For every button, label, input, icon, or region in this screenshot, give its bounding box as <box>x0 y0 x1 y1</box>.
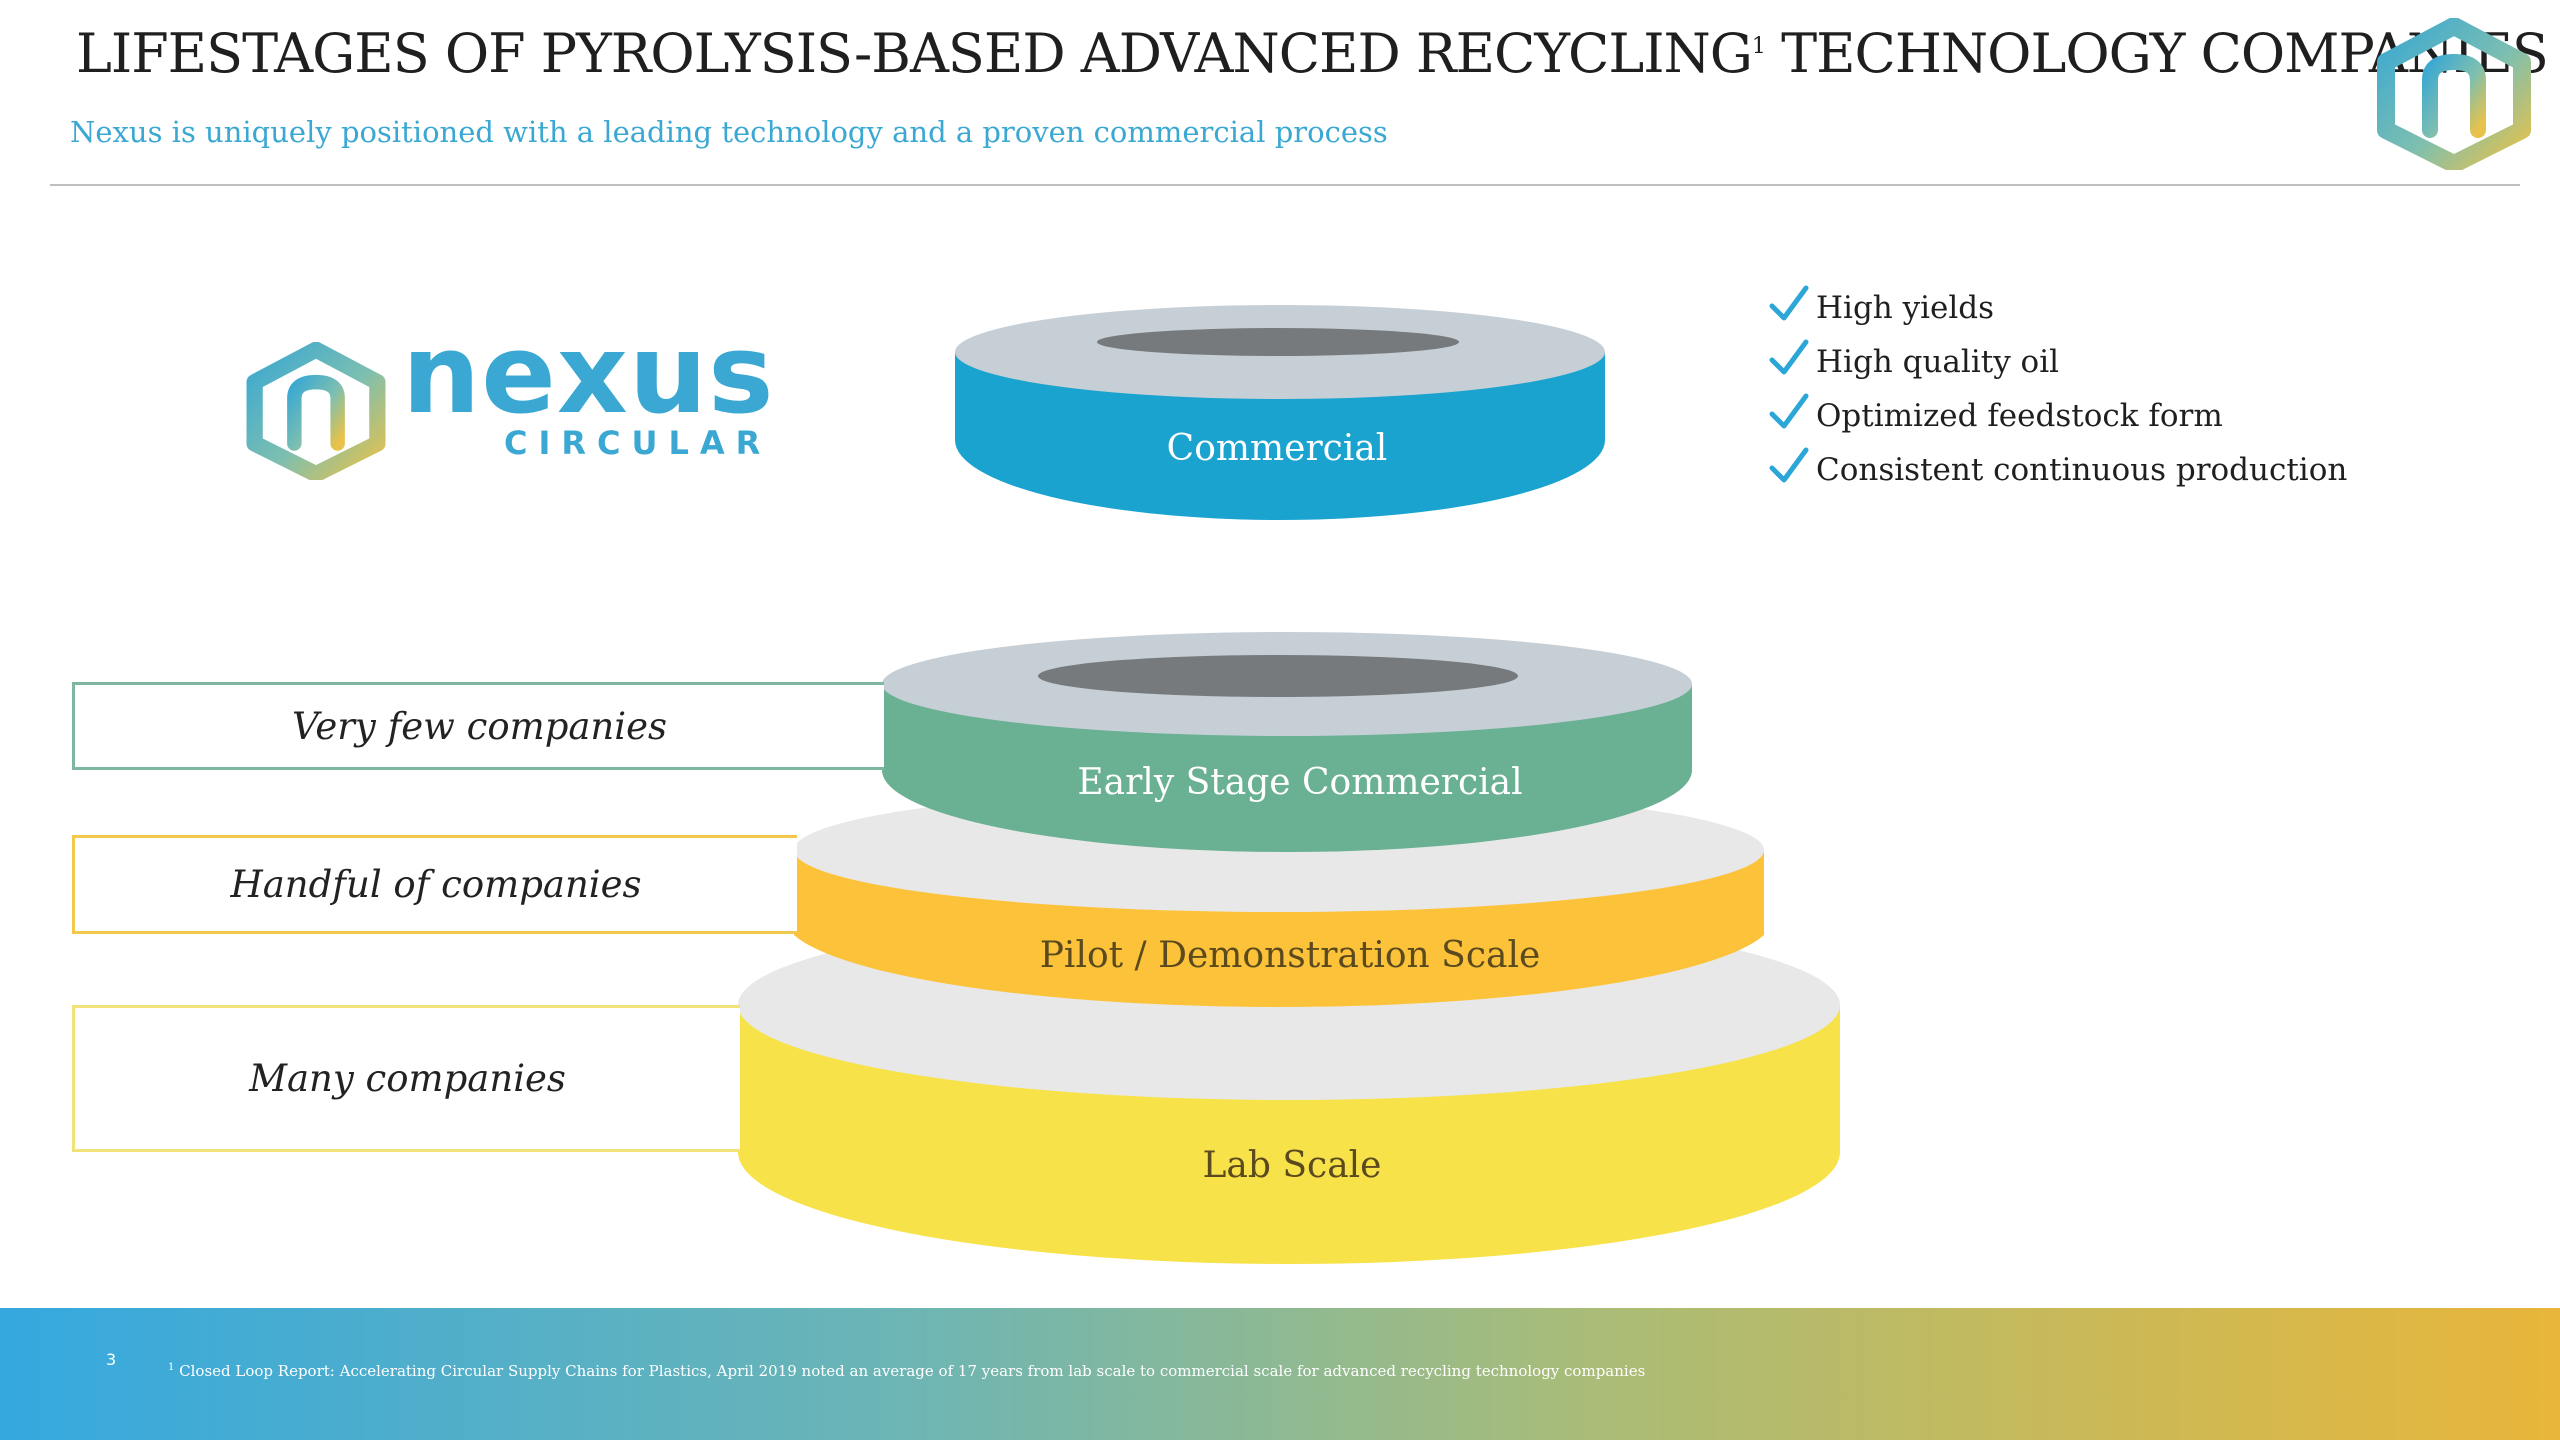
benefit-item: Consistent continuous production <box>1768 447 2348 506</box>
benefit-item: High yields <box>1768 285 2347 344</box>
checkmark-icon <box>1769 447 1809 483</box>
stage-label-early-commercial: Early Stage Commercial <box>1077 762 1523 803</box>
checkmark-icon <box>1769 339 1809 375</box>
brand-name: nexus <box>402 310 775 438</box>
benefit-item: Optimized feedstock form <box>1768 393 2347 452</box>
count-box-handful: Handful of companies <box>72 835 797 934</box>
count-box-few: Very few companies <box>72 682 884 770</box>
footnote-marker: 1 <box>168 1362 175 1373</box>
page-title: LIFESTAGES OF PYROLYSIS-BASED ADVANCED R… <box>76 22 2549 85</box>
stage-label-commercial: Commercial <box>1166 428 1388 469</box>
brand-tagline: CIRCULAR <box>504 424 772 462</box>
count-label-few: Very few companies <box>292 704 667 748</box>
count-label-many: Many companies <box>249 1057 566 1100</box>
benefit-text: High quality oil <box>1816 344 2060 380</box>
nexus-hexagon-icon <box>2377 18 2531 170</box>
benefit-text: Optimized feedstock form <box>1816 398 2223 434</box>
stage-commercial <box>955 305 1605 520</box>
footer-band <box>0 1308 2560 1440</box>
footnote: 1 Closed Loop Report: Accelerating Circu… <box>168 1362 1645 1380</box>
stage-label-lab: Lab Scale <box>1202 1145 1382 1186</box>
footnote-text: Closed Loop Report: Accelerating Circula… <box>174 1362 1646 1380</box>
benefit-item: High quality oil <box>1768 339 2347 398</box>
benefit-text: Consistent continuous production <box>1816 452 2348 488</box>
page-number: 3 <box>106 1350 117 1369</box>
page-subtitle: Nexus is uniquely positioned with a lead… <box>70 115 1388 149</box>
stage-label-pilot: Pilot / Demonstration Scale <box>1039 935 1541 976</box>
benefits-list: High yields High quality oil Optimized f… <box>1768 285 2348 506</box>
count-label-handful: Handful of companies <box>230 863 642 906</box>
count-box-many: Many companies <box>72 1005 740 1152</box>
title-main: LIFESTAGES OF PYROLYSIS-BASED ADVANCED R… <box>76 22 1753 85</box>
header-divider <box>50 184 2520 186</box>
benefit-text: High yields <box>1816 290 1995 326</box>
nexus-circular-logo: nexus CIRCULAR <box>242 310 802 482</box>
title-footnote-marker: 1 <box>1751 34 1766 59</box>
stage-early-commercial <box>882 632 1692 852</box>
checkmark-icon <box>1769 285 1809 321</box>
nexus-hexagon-icon <box>246 342 386 480</box>
checkmark-icon <box>1769 393 1809 429</box>
